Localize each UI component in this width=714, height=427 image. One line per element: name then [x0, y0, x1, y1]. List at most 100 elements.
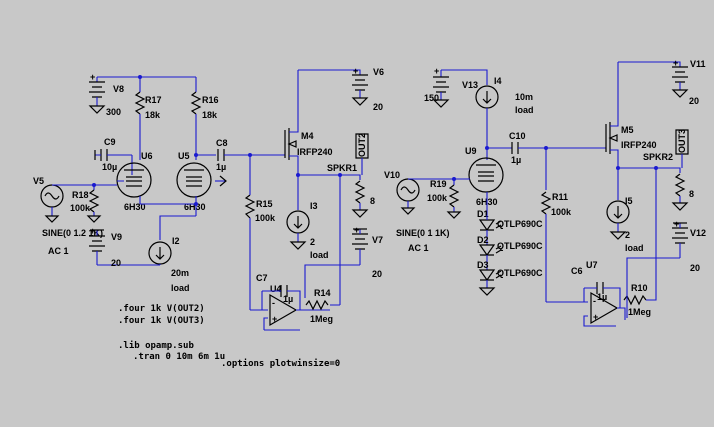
resistor-spkr1[interactable]: SPKR1 8	[327, 163, 375, 218]
led-d2[interactable]: D2 QTLP690C	[477, 235, 543, 257]
capacitor-c7[interactable]: C7 1µ	[256, 273, 301, 310]
svg-text:+: +	[354, 225, 359, 235]
tube-u9[interactable]: U9 6H30	[465, 146, 504, 207]
capacitor-c9[interactable]: C9 10µ	[94, 137, 132, 172]
label-u7: U7	[586, 260, 598, 270]
svg-text:+: +	[272, 314, 277, 324]
value-v10: SINE(0 1 1K)	[396, 228, 450, 238]
label-c6: C6	[571, 266, 583, 276]
label-m4: M4	[301, 131, 314, 141]
resistor-r15[interactable]: R15 100k	[244, 190, 276, 311]
resistor-r18[interactable]: R18 100k	[70, 189, 102, 223]
svg-text:+: +	[673, 58, 678, 68]
directive-lib: .lib opamp.sub	[118, 340, 194, 351]
label-r16: R16	[202, 95, 219, 105]
label-v6: V6	[373, 67, 384, 77]
svg-text:-: -	[593, 296, 596, 306]
value-i2: 20m	[171, 268, 189, 278]
label-i3: I3	[310, 201, 318, 211]
resistor-r16[interactable]: R16 18k	[190, 91, 219, 120]
current-source-i3[interactable]: I3 2 load	[286, 201, 329, 260]
label-u9: U9	[465, 146, 477, 156]
value-c8: 1µ	[216, 162, 226, 172]
battery-v13[interactable]: + V13 150	[424, 66, 488, 108]
label-v13: V13	[462, 80, 478, 90]
label-i5: I5	[625, 196, 633, 206]
resistor-spkr2[interactable]: SPKR2 8	[643, 152, 694, 211]
capacitor-c10[interactable]: C10 1µ	[509, 131, 606, 190]
resistor-r19[interactable]: R19 100k	[427, 179, 462, 219]
ac-v10: AC 1	[408, 243, 429, 253]
label-v8: V8	[113, 84, 124, 94]
value-r17: 18k	[145, 110, 161, 120]
tube-u5[interactable]: U5 6H30	[176, 151, 212, 212]
capacitor-c8[interactable]: C8 1µ	[216, 138, 285, 190]
label-i4: I4	[494, 76, 502, 86]
value-i4: 10m	[515, 92, 533, 102]
mosfet-m5[interactable]: M5 IRFP240	[605, 62, 657, 168]
model-u5: 6H30	[184, 202, 206, 212]
battery-v9[interactable]: + V9 20	[89, 226, 160, 268]
value-r14: 1Meg	[310, 314, 333, 324]
value-v12: 20	[690, 263, 700, 273]
model-d3: QTLP690C	[497, 268, 543, 278]
current-source-i5[interactable]: I5 2 load	[606, 196, 644, 253]
resistor-r17[interactable]: R17 18k	[134, 91, 162, 120]
tube-u6[interactable]: U6 6H30	[116, 151, 153, 212]
value-v7: 20	[372, 269, 382, 279]
label-u4: U4	[270, 284, 282, 294]
type-i2: load	[171, 283, 190, 293]
model-d1: QTLP690C	[497, 219, 543, 229]
label-i2: I2	[172, 236, 180, 246]
label-c9: C9	[104, 137, 116, 147]
battery-v8[interactable]: + V8 300	[88, 72, 124, 117]
label-spkr1: SPKR1	[327, 163, 357, 173]
value-r16: 18k	[202, 110, 218, 120]
battery-v11[interactable]: + V11 20	[671, 58, 706, 106]
svg-text:+: +	[90, 72, 95, 82]
svg-text:+: +	[353, 66, 358, 76]
label-r11: R11	[552, 192, 568, 202]
led-d3[interactable]: D3 QTLP690C	[477, 260, 543, 282]
net-label-out2[interactable]: OUT2	[355, 133, 369, 175]
mosfet-m4[interactable]: M4 IRFP240	[284, 70, 333, 175]
value-i5: 2	[625, 230, 630, 240]
value-c7: 1µ	[283, 294, 293, 304]
resistor-r11[interactable]: R11 100k	[540, 191, 588, 303]
label-v10: V10	[384, 170, 400, 180]
value-c6: 1µ	[597, 292, 607, 302]
battery-v7[interactable]: + V7 20	[304, 225, 383, 298]
value-r11: 100k	[551, 207, 572, 217]
capacitor-c6[interactable]: C6 1µ	[571, 266, 621, 308]
label-spkr2: SPKR2	[643, 152, 673, 162]
directive-four2: .four 1k V(OUT3)	[118, 316, 205, 326]
label-v9: V9	[111, 232, 122, 242]
label-out3: OUT3	[677, 129, 687, 153]
sine-source-v10[interactable]: V10 SINE(0 1 1K) AC 1	[384, 170, 470, 253]
label-v7: V7	[372, 235, 383, 245]
battery-v6[interactable]: + V6 20	[351, 66, 384, 112]
value-r15: 100k	[255, 213, 276, 223]
battery-v12[interactable]: + V12 20	[626, 219, 706, 318]
label-r15: R15	[256, 199, 273, 209]
directive-four1: .four 1k V(OUT2)	[118, 304, 205, 314]
resistor-r14[interactable]: R14 1Meg	[305, 288, 333, 324]
current-source-i4[interactable]: I4 10m load	[475, 76, 534, 160]
type-i4: load	[515, 105, 534, 115]
label-r19: R19	[430, 179, 447, 189]
svg-text:+: +	[593, 312, 598, 322]
sine-source-v5[interactable]: V5 SINE(0 1.2 1K) AC 1	[33, 176, 117, 256]
value-spkr1: 8	[370, 196, 375, 206]
svg-text:-: -	[272, 298, 275, 308]
net-label-out3[interactable]: OUT3	[675, 129, 689, 168]
label-out2: OUT2	[357, 133, 367, 157]
opamp-u4[interactable]: - + U4	[263, 284, 330, 331]
value-v11: 20	[689, 96, 699, 106]
current-source-i2[interactable]: I2 20m load	[148, 236, 190, 293]
label-c7: C7	[256, 273, 268, 283]
model-u6: 6H30	[124, 202, 146, 212]
label-d3: D3	[477, 260, 489, 270]
label-u6: U6	[141, 151, 153, 161]
